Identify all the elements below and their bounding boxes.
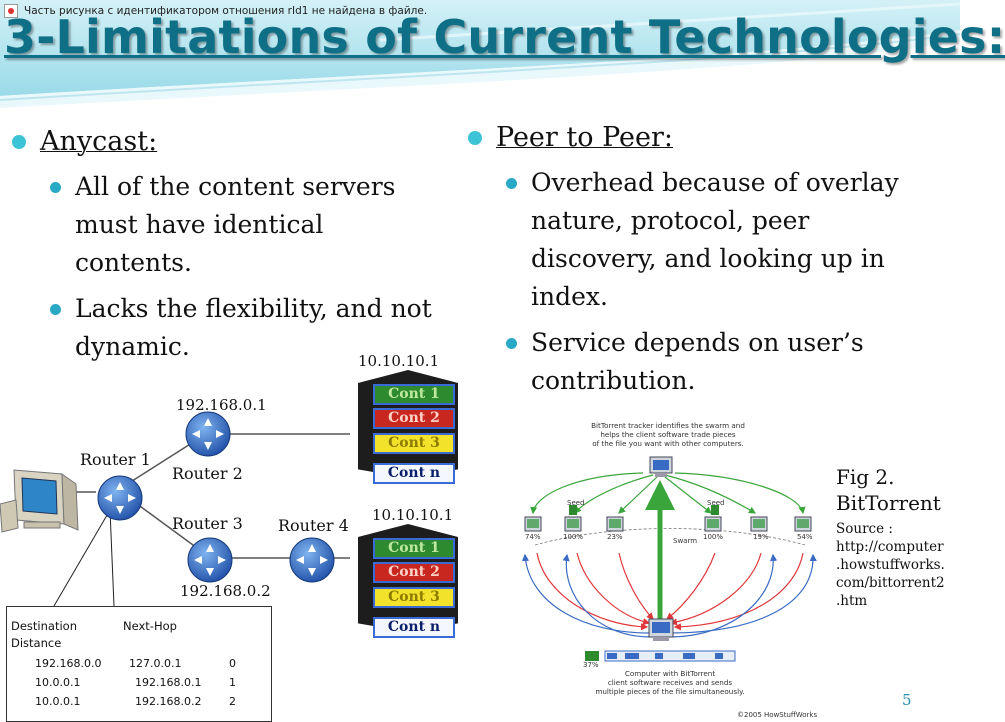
routing-header-next-hop: Next-Hop [123,619,177,633]
routing-header-destination: Destination [11,619,77,633]
container-2: Cont 2 [373,562,455,583]
anycast-network-diagram: Router 1 Router 2 Router 3 Router 4 192.… [0,340,470,722]
figure-caption-line: Fig 2. [836,465,895,489]
anycast-heading: Anycast: [40,126,158,157]
routing-table: Destination Next-Hop Distance 192.168.0.… [6,606,272,722]
bt-caption-line: BitTorrent tracker identifies the swarm … [591,421,745,430]
client-computer-icon [0,469,79,533]
figure-source-line: com/bittorrent2 [836,575,945,591]
sub-bullet-icon [506,338,517,349]
bt-peer-percent: 54% [797,533,813,541]
bt-copyright: ©2005 HowStuffWorks [737,711,818,719]
container-3: Cont 3 [373,433,455,454]
routing-header-distance: Distance [11,636,62,650]
figure-source-line: Source : [836,521,893,537]
anycast-heading-item: Anycast: [12,124,452,160]
anycast-bullet-1: All of the content servers must have ide… [50,168,452,282]
figure-source-line: .htm [836,593,868,609]
table-cell: 192.168.0.0 [35,657,102,670]
table-cell: 127.0.0.1 [129,657,182,670]
bt-peer-percent: 74% [525,533,541,541]
bittorrent-figure: BitTorrent tracker identifies the swarm … [515,405,825,720]
bt-peer-percent: 23% [607,533,623,541]
figure-source-line: .howstuffworks. [836,557,945,573]
figure-caption: Fig 2. BitTorrent [836,464,941,516]
container-2: Cont 2 [373,408,455,429]
page-number: 5 [902,691,912,709]
bullet-icon [468,131,482,145]
container-1: Cont 1 [373,384,455,405]
bt-swarm-label: Swarm [673,537,698,545]
bt-seed-label: Seed [567,499,585,507]
sub-bullet-icon [50,182,61,193]
table-cell: 192.168.0.1 [135,676,202,689]
router-2-ip: 192.168.0.1 [176,396,267,414]
server-stack-bottom: Cont 1 Cont 2 Cont 3 Cont n [358,524,458,638]
p2p-bullet-2: Service depends on user’s contribution. [506,324,948,400]
router-2-label: Router 2 [172,464,243,483]
container-n: Cont n [373,463,455,484]
router-2-icon [185,411,231,457]
router-1-icon [97,475,143,521]
router-3-label: Router 3 [172,514,243,533]
p2p-bullet-1: Overhead because of overlay nature, prot… [506,164,948,316]
table-cell: 2 [229,695,236,708]
table-cell: 0 [229,657,236,670]
sub-bullet-icon [50,304,61,315]
anycast-section: Anycast: All of the content servers must… [12,124,452,366]
table-cell: 10.0.0.1 [35,695,81,708]
table-cell: 192.168.0.2 [135,695,202,708]
p2p-heading: Peer to Peer: [496,122,674,153]
bt-peer-percent: 100% [563,533,584,541]
router-4-icon [289,537,335,583]
header-band: Часть рисунка с идентификатором отношени… [0,0,1005,110]
bt-caption-line: multiple pieces of the file simultaneous… [595,687,745,696]
server-top-ip: 10.10.10.1 [358,352,440,370]
p2p-heading-item: Peer to Peer: [468,120,948,156]
broken-image-text: Часть рисунка с идентификатором отношени… [24,5,428,17]
anycast-bullet-2: Lacks the flexibility, and not dynamic. [50,290,452,366]
broken-image-icon [4,4,18,18]
broken-image-note: Часть рисунка с идентификатором отношени… [4,4,427,18]
slide-title: 3-Limitations of Current Technologies: [4,10,1005,64]
figure-source: Source : http://computer .howstuffworks.… [836,520,958,610]
container-n: Cont n [373,617,455,638]
bt-bottom-caption: Computer with BitTorrent client software… [595,669,745,696]
figure-source-line: http://computer [836,539,944,555]
figure-caption-line: BitTorrent [836,491,941,515]
container-3: Cont 3 [373,587,455,608]
table-cell: 10.0.0.1 [35,676,81,689]
bt-caption-line: helps the client software trade pieces [600,430,736,439]
bt-client-percent: 37% [583,661,599,669]
anycast-bullet-2-text: Lacks the flexibility, and not dynamic. [75,294,432,361]
sub-bullet-icon [506,178,517,189]
router-4-label: Router 4 [278,516,349,535]
p2p-bullet-1-text: Overhead because of overlay nature, prot… [531,168,899,311]
bt-seed-label: Seed [707,499,725,507]
bt-caption-line: client software receives and sends [607,678,733,687]
anycast-bullet-1-text: All of the content servers must have ide… [75,172,396,277]
p2p-section: Peer to Peer: Overhead because of overla… [468,120,948,400]
container-1: Cont 1 [373,538,455,559]
bt-top-caption: BitTorrent tracker identifies the swarm … [573,421,763,448]
router-3-ip: 192.168.0.2 [180,582,271,600]
bt-peer-percent: 19% [753,533,769,541]
router-1-label: Router 1 [80,450,151,469]
server-bottom-ip: 10.10.10.1 [372,506,454,524]
bt-caption-line: Computer with BitTorrent [624,669,716,678]
router-3-icon [187,537,233,583]
p2p-bullet-2-text: Service depends on user’s contribution. [531,328,864,395]
bittorrent-swarm-illustration [521,456,817,662]
bt-peer-percent: 100% [703,533,724,541]
table-cell: 1 [229,676,236,689]
header-wave-background [0,0,961,108]
bullet-icon [12,135,26,149]
bt-caption-line: of the file you want with other computer… [592,439,744,448]
server-stack-top: Cont 1 Cont 2 Cont 3 Cont n [358,370,458,484]
